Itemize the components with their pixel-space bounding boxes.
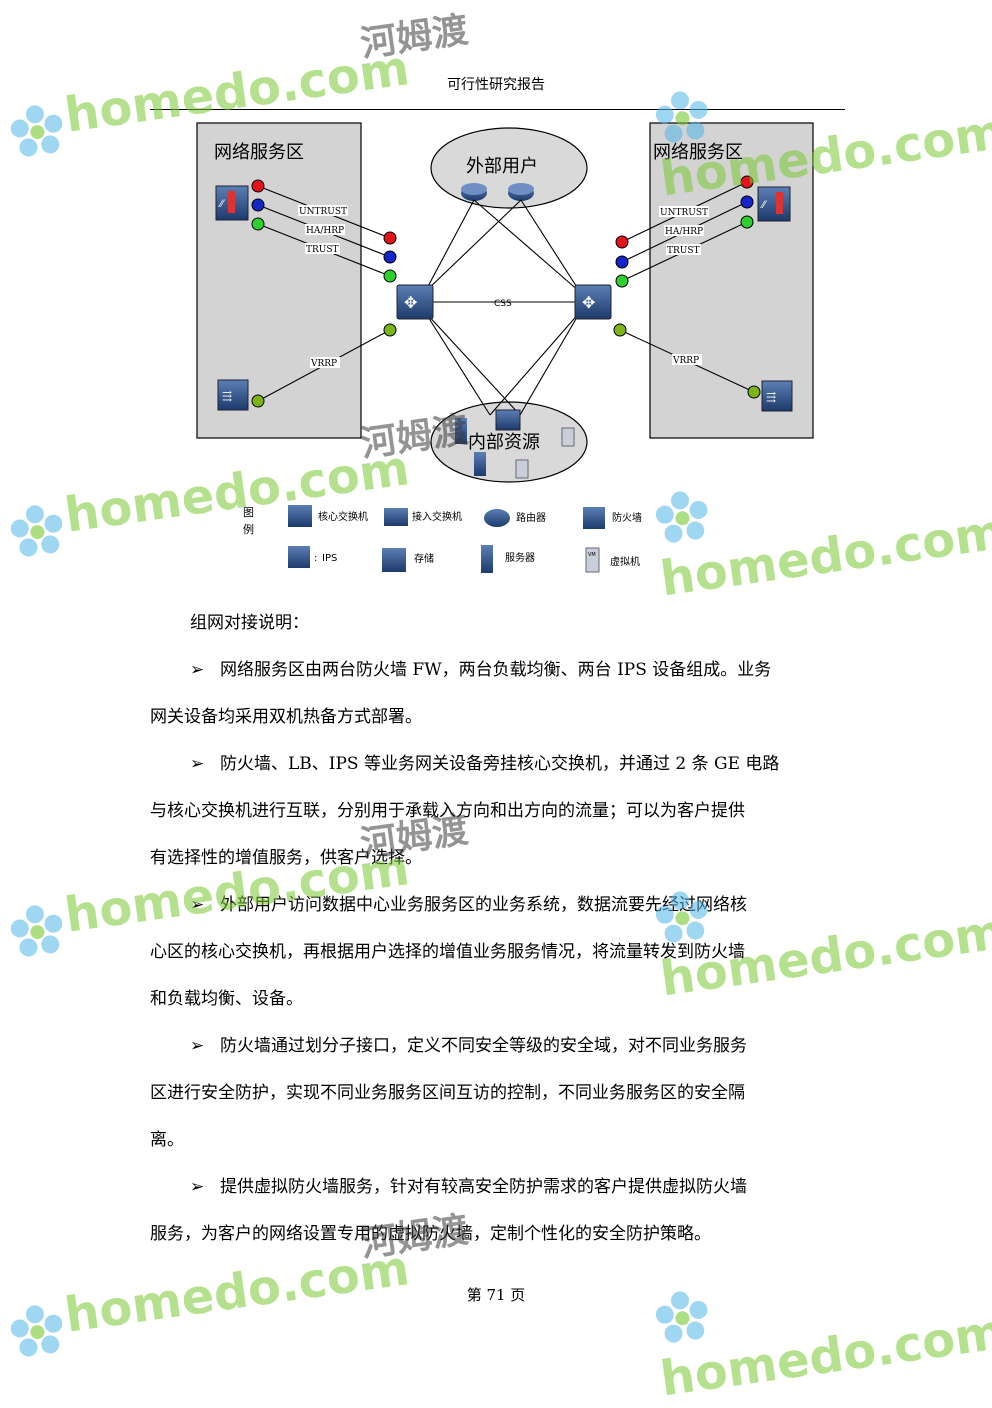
core-switch-icon: ✥ <box>574 284 612 320</box>
bullet-marker: ➢ <box>190 1177 205 1197</box>
legend-title-2: 例 <box>243 522 254 536</box>
bullet-first-line: 防火墙通过划分子接口，定义不同安全等级的安全域，对不同业务服务 <box>220 1036 747 1056</box>
bullet-continuation-line: 和负载均衡、设备。 <box>150 989 303 1009</box>
header-rule <box>150 109 845 110</box>
page-footer: 第 71 页 <box>466 1286 526 1304</box>
bullet-continuation-line: 心区的核心交换机，再根据用户选择的增值业务服务情况，将流量转发到防火墙 <box>150 942 745 962</box>
bullet-continuation-line: 服务，为客户的网络设置专用的虚拟防火墙，定制个性化的安全防护策略。 <box>150 1224 711 1244</box>
svg-text:核心交换机: 核心交换机 <box>318 510 368 523</box>
bullet-continuation-line: 网关设备均采用双机热备方式部署。 <box>150 707 422 727</box>
firewall-icon: ⁄⁄ <box>757 186 791 222</box>
bullet-item: ➢ 外部用户访问数据中心业务服务区的业务系统，数据流要先经过网络核 <box>150 882 845 929</box>
right-vrrp-label: VRRP <box>672 356 699 366</box>
legend-server: 服务器 <box>481 545 535 573</box>
right-ha-label: HA/HRP <box>665 227 703 237</box>
left-trust-label: TRUST <box>306 245 339 255</box>
svg-text:⁄⁄: ⁄⁄ <box>760 200 768 211</box>
right-trust-label: TRUST <box>667 246 700 256</box>
bullet-item: ➢ 防火墙、LB、IPS 等业务网关设备旁挂核心交换机，并通过 2 条 GE 电路 <box>150 741 845 788</box>
svg-text:✥: ✥ <box>404 293 417 312</box>
svg-text:⇶: ⇶ <box>766 390 776 404</box>
left-ha-label: HA/HRP <box>306 226 344 236</box>
right-untrust-label: UNTRUST <box>660 208 708 218</box>
intro-text: 组网对接说明： <box>190 613 309 633</box>
svg-text:防火墙: 防火墙 <box>612 511 642 524</box>
router-icon <box>461 183 487 201</box>
left-zone-title: 网络服务区 <box>214 142 304 163</box>
external-cloud-label: 外部用户 <box>466 156 538 177</box>
bullet-item: ➢ 防火墙通过划分子接口，定义不同安全等级的安全域，对不同业务服务 <box>150 1023 845 1070</box>
internal-cloud-label: 内部资源 <box>468 432 540 453</box>
legend-core-switch: 核心交换机 <box>288 505 368 527</box>
legend-storage: 存储 <box>382 548 434 572</box>
svg-text::: : <box>314 553 317 564</box>
ips-icon: ⇶ <box>217 379 249 411</box>
svg-text:VM: VM <box>588 552 596 558</box>
right-zone-title: 网络服务区 <box>653 142 743 163</box>
left-untrust-label: UNTRUST <box>299 207 347 217</box>
legend-access-switch: 接入交换机 <box>384 508 462 526</box>
vm-icon <box>515 459 529 479</box>
bullet-marker: ➢ <box>190 754 205 774</box>
router-icon <box>508 183 534 201</box>
bullet-first-line: 外部用户访问数据中心业务服务区的业务系统，数据流要先经过网络核 <box>220 895 747 915</box>
svg-text:IPS: IPS <box>322 553 337 564</box>
ips-icon: ⇶ <box>761 380 793 412</box>
bullet-continuation-line: 与核心交换机进行互联，分别用于承载入方向和出方向的流量；可以为客户提供 <box>150 801 745 821</box>
bullet-item: ➢ 提供虚拟防火墙服务，针对有较高安全防护需求的客户提供虚拟防火墙 <box>150 1164 845 1211</box>
bullet-continuation-line: 区进行安全防护，实现不同业务服务区间互访的控制，不同业务服务区的安全隔 <box>150 1083 745 1103</box>
bullet-first-line: 防火墙、LB、IPS 等业务网关设备旁挂核心交换机，并通过 2 条 GE 电路 <box>220 754 780 774</box>
storage-icon <box>495 409 521 431</box>
svg-text:路由器: 路由器 <box>516 511 546 524</box>
legend-firewall: 防火墙 <box>583 507 642 529</box>
network-diagram: 网络服务区 网络服务区 外部用户 内部资源 CSS UNTRUST HA/HRP <box>196 122 814 573</box>
svg-text:服务器: 服务器 <box>505 551 535 564</box>
bullet-item: ➢ 网络服务区由两台防火墙 FW，两台负载均衡、两台 IPS 设备组成。业务 <box>150 647 845 694</box>
legend-ips: : IPS <box>288 546 337 568</box>
body-text: ➢ 网络服务区由两台防火墙 FW，两台负载均衡、两台 IPS 设备组成。业务网关设… <box>150 647 845 1258</box>
page-header: 可行性研究报告 <box>447 77 545 93</box>
homedo-watermark: homedo.com <box>649 1244 992 1408</box>
bullet-continuation-line: 有选择性的增值服务，供客户选择。 <box>150 848 422 868</box>
left-vrrp-label: VRRP <box>310 359 337 369</box>
svg-text:✥: ✥ <box>582 293 595 312</box>
svg-text:存储: 存储 <box>414 552 434 565</box>
server-icon <box>474 452 486 476</box>
svg-text:⇶: ⇶ <box>222 389 232 403</box>
bullet-marker: ➢ <box>190 1036 205 1056</box>
bullet-continuation-line: 离。 <box>150 1130 184 1150</box>
legend-vm: VM 虚拟机 <box>585 547 640 573</box>
bullet-first-line: 网络服务区由两台防火墙 FW，两台负载均衡、两台 IPS 设备组成。业务 <box>220 660 772 680</box>
legend-router: 路由器 <box>484 509 546 527</box>
server-icon <box>455 418 467 444</box>
firewall-icon: ⁄⁄ <box>215 185 249 221</box>
css-label: CSS <box>494 299 512 309</box>
svg-text:⁄⁄: ⁄⁄ <box>218 199 226 210</box>
svg-text:接入交换机: 接入交换机 <box>412 510 462 523</box>
legend-title-1: 图 <box>243 506 254 519</box>
bullet-marker: ➢ <box>190 660 205 680</box>
svg-text:虚拟机: 虚拟机 <box>610 555 640 568</box>
internal-cloud <box>430 401 588 483</box>
vm-icon <box>561 427 575 447</box>
left-zone <box>196 122 362 439</box>
core-switch-icon: ✥ <box>396 284 434 320</box>
bullet-marker: ➢ <box>190 895 205 915</box>
bullet-first-line: 提供虚拟防火墙服务，针对有较高安全防护需求的客户提供虚拟防火墙 <box>220 1177 747 1197</box>
